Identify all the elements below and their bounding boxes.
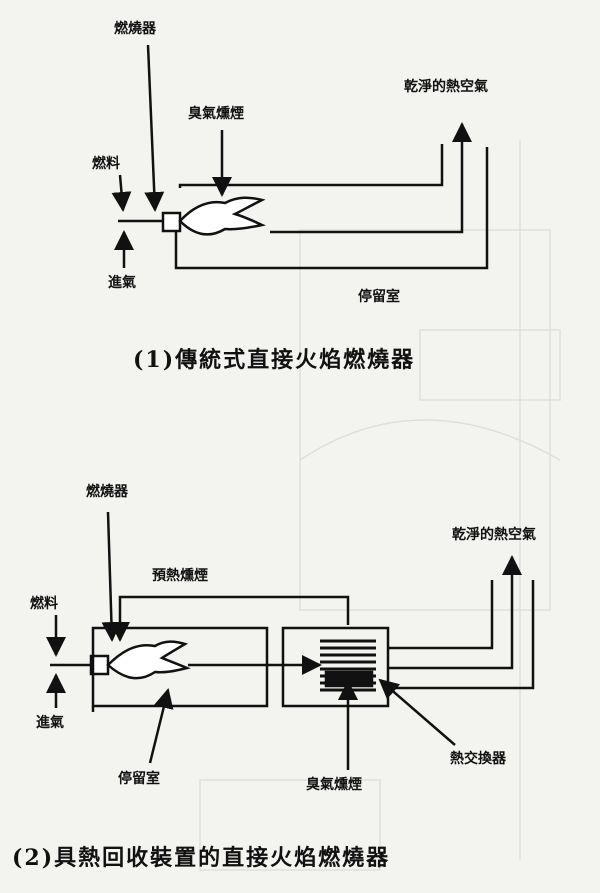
- d2-label-heat-exchanger: 熱交換器: [450, 751, 506, 767]
- d2-burner-arrow: [101, 511, 122, 642]
- d2-outlet-duct-3: [388, 580, 535, 690]
- d2-heat-exchanger-arrow: [378, 678, 456, 746]
- d1-burner-nozzle: [161, 211, 182, 233]
- d1-chamber-inner: [270, 122, 472, 234]
- d2-label-preheated-fume: 預熱燻煙: [152, 568, 208, 584]
- d2-caption: (2)具熱回收裝置的直接火焰燃燒器: [12, 845, 391, 871]
- d1-label-residence-chamber: 停留室: [358, 289, 400, 305]
- d2-label-odor-fume: 臭氣燻煙: [306, 777, 362, 793]
- d2-outlet-duct-2: [388, 555, 522, 670]
- d1-chamber-left: [174, 147, 489, 270]
- d1-label-odor-fume: 臭氣燻煙: [188, 106, 244, 122]
- d2-preheat-loop: [110, 595, 350, 642]
- diagram2-drawing: [46, 511, 535, 770]
- d1-chamber-outer: [178, 144, 444, 188]
- d1-flame: [178, 196, 267, 236]
- d1-burner-arrow: [144, 44, 165, 212]
- d2-label-residence-chamber: 停留室: [118, 771, 160, 787]
- background-bleed: [199, 140, 561, 871]
- d2-label-clean-hot-air: 乾淨的熱空氣: [452, 527, 536, 543]
- d1-label-burner: 燃燒器: [114, 21, 156, 37]
- diagram1-drawing: [111, 44, 489, 270]
- d2-outlet-duct-1: [388, 580, 494, 650]
- d2-label-air-inlet: 進氣: [36, 715, 64, 731]
- d2-flame: [106, 640, 191, 680]
- d2-label-fuel: 燃料: [30, 596, 58, 612]
- d2-label-burner: 燃燒器: [86, 484, 128, 500]
- d1-caption: (1)傳統式直接火焰燃燒器: [133, 347, 416, 373]
- d1-label-air-inlet: 進氣: [108, 275, 136, 291]
- d1-fuel-arrow: [111, 174, 132, 212]
- d2-residence-chamber: [91, 626, 269, 708]
- d1-label-clean-hot-air: 乾淨的熱空氣: [404, 79, 488, 95]
- d1-label-fuel: 燃料: [92, 156, 120, 172]
- d2-residence-chamber-arrow: [148, 688, 174, 764]
